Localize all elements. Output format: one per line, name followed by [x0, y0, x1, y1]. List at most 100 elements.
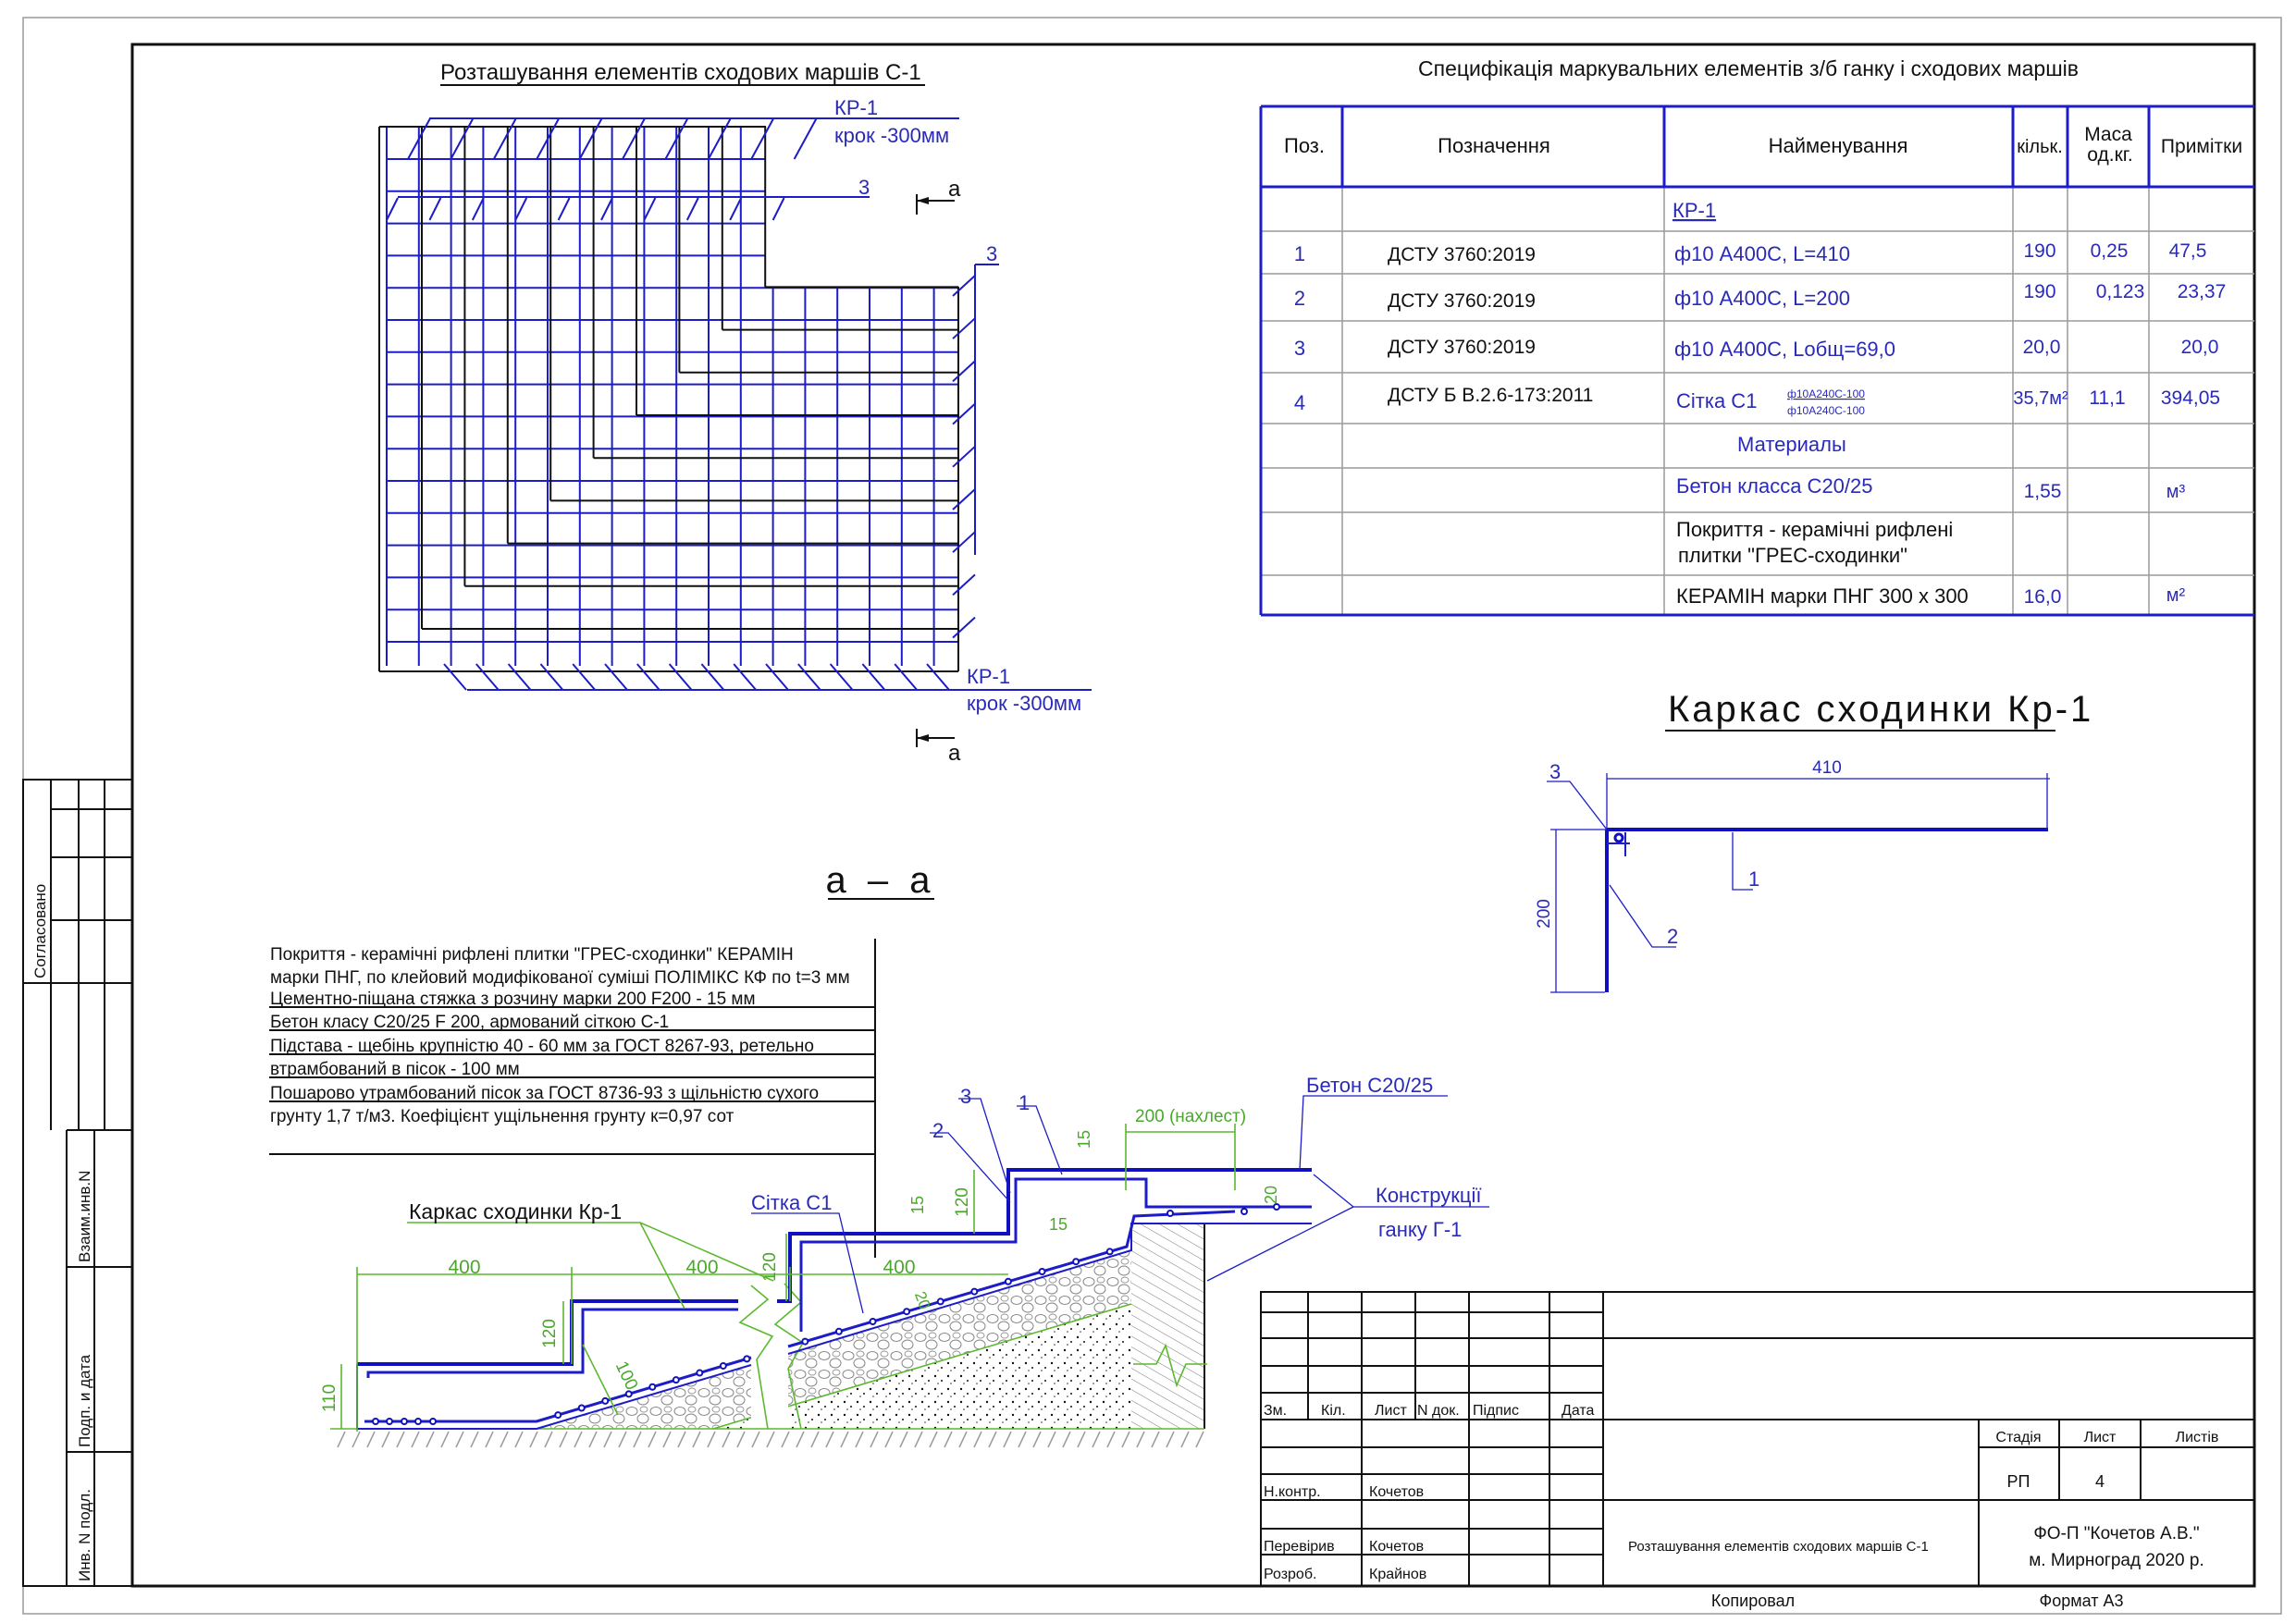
svg-text:15: 15 [908, 1196, 927, 1214]
agreed-label: Согласовано [31, 884, 49, 978]
leader-tick [428, 197, 442, 221]
rebar-dot [1038, 1268, 1046, 1275]
rebar-dot [903, 1308, 911, 1316]
rebar-dot [1167, 1210, 1174, 1217]
svg-text:Кіл.: Кіл. [1321, 1403, 1346, 1419]
leader-tick [536, 117, 561, 160]
ground-tick [618, 1431, 627, 1448]
leader-tick [952, 616, 976, 639]
ground-tick [470, 1431, 479, 1448]
leader-tick [600, 197, 613, 221]
rebar-dot [414, 1418, 422, 1425]
svg-text:Листів: Листів [2176, 1430, 2219, 1445]
spec-row: КЕРАМІН марки ПНГ 300 х 300 16,0 м² [1676, 584, 2186, 608]
leader-tick [952, 531, 976, 553]
leader-tick [829, 663, 854, 691]
svg-text:2: 2 [1294, 287, 1305, 310]
leader-tick [894, 663, 918, 691]
leader-tick [765, 663, 789, 691]
ground-tick [1018, 1431, 1027, 1448]
plan-step-bottom: крок -300мм [967, 692, 1081, 715]
ground-tick [440, 1431, 450, 1448]
ground-tick [840, 1431, 849, 1448]
ground-hatch [337, 1431, 1204, 1448]
ground-tick [1180, 1431, 1190, 1448]
svg-text:20: 20 [1262, 1186, 1280, 1204]
ground-tick [633, 1431, 642, 1448]
ground-tick [1062, 1431, 1071, 1448]
ground-tick [1003, 1431, 1012, 1448]
svg-text:23,37: 23,37 [2178, 281, 2227, 302]
col-qty: кільк. [2017, 137, 2063, 157]
section-title: а – а [826, 860, 936, 901]
svg-text:Стадія: Стадія [1995, 1430, 2041, 1445]
plan-leaders [386, 117, 1092, 691]
note-line: Цементно-піщана стяжка з розчину марки 2… [270, 990, 756, 1009]
svg-text:а: а [948, 741, 961, 766]
rebar-dot [386, 1418, 393, 1425]
group-materials: Материалы [1737, 433, 1846, 456]
svg-text:35,7м²: 35,7м² [2013, 388, 2068, 409]
ground-tick [751, 1431, 760, 1448]
svg-text:ф10А240С-100: ф10А240С-100 [1787, 387, 1865, 400]
ground-tick [1166, 1431, 1175, 1448]
ground-tick [825, 1431, 834, 1448]
ground-tick [1136, 1431, 1145, 1448]
svg-text:ф10 А400С, Lобщ=69,0: ф10 А400С, Lобщ=69,0 [1674, 338, 1895, 361]
svg-text:ДСТУ Б В.2.6-173:2011: ДСТУ Б В.2.6-173:2011 [1388, 385, 1593, 406]
leader-tick [952, 402, 976, 425]
leader-tick [450, 117, 475, 160]
svg-text:КЕРАМІН марки ПНГ 300 х 300: КЕРАМІН марки ПНГ 300 х 300 [1676, 584, 1969, 608]
leader-tick [622, 117, 646, 160]
ground-tick [514, 1431, 524, 1448]
ground-tick [366, 1431, 376, 1448]
ground-tick [1121, 1431, 1130, 1448]
svg-text:Розроб.: Розроб. [1264, 1567, 1316, 1582]
rebar-dot [648, 1383, 657, 1391]
spec-row: 2 ДСТУ 3760:2019 ф10 А400С, L=200 190 0,… [1294, 281, 2226, 312]
copied-label: Копировал [1711, 1592, 1795, 1610]
col-mass: Маса [2084, 124, 2132, 145]
inner-frame [130, 43, 2256, 1588]
ground-tick [677, 1431, 686, 1448]
plan-title: Розташування елементів сходових маршів С… [440, 60, 921, 85]
org-city-year: м. Мирноград 2020 р. [2029, 1551, 2204, 1570]
ground-tick [1106, 1431, 1116, 1448]
label-mesh-c1: Сітка С1 [751, 1191, 832, 1214]
spec-title: Специфікація маркувальних елементів з/б … [1418, 56, 2079, 80]
leader-tick [604, 663, 628, 691]
format-label: Формат А3 [2040, 1592, 2124, 1610]
ground-tick [381, 1431, 390, 1448]
ground-tick [455, 1431, 464, 1448]
leader-tick [685, 197, 699, 221]
svg-text:ф10 А400С, L=200: ф10 А400С, L=200 [1674, 287, 1850, 310]
svg-text:Дата: Дата [1562, 1403, 1595, 1419]
label-porch-1: Конструкції [1376, 1184, 1482, 1207]
col-name: Найменування [1769, 134, 1908, 157]
leader-tick [952, 446, 976, 468]
col-designation: Позначення [1438, 134, 1550, 157]
plan-kr1-bottom: КР-1 [967, 665, 1010, 688]
ground-tick [1092, 1431, 1101, 1448]
svg-text:400: 400 [685, 1257, 718, 1278]
svg-text:120: 120 [540, 1319, 560, 1348]
ground-tick [603, 1431, 612, 1448]
leader-tick [572, 663, 596, 691]
spec-row: 1 ДСТУ 3760:2019 ф10 А400С, L=410 190 0,… [1294, 240, 2207, 265]
frame-pos3: 3 [1549, 760, 1561, 783]
ground-tick [529, 1431, 538, 1448]
ground-tick [988, 1431, 997, 1448]
ground-tick [396, 1431, 405, 1448]
inv-exchange-label: Взаим.инв.N [76, 1171, 93, 1262]
svg-text:47,5: 47,5 [2169, 240, 2207, 262]
svg-text:м²: м² [2166, 585, 2186, 606]
note-line: Бетон класу С20/25 F 200, армований сітк… [270, 1013, 669, 1032]
ground-tick [707, 1431, 716, 1448]
svg-text:ДСТУ 3760:2019: ДСТУ 3760:2019 [1388, 290, 1536, 312]
leader-tick [952, 360, 976, 383]
ground-tick [500, 1431, 509, 1448]
leader-tick [407, 117, 431, 160]
plan-kr1-top: КР-1 [834, 96, 878, 119]
svg-text:3: 3 [1294, 337, 1305, 360]
